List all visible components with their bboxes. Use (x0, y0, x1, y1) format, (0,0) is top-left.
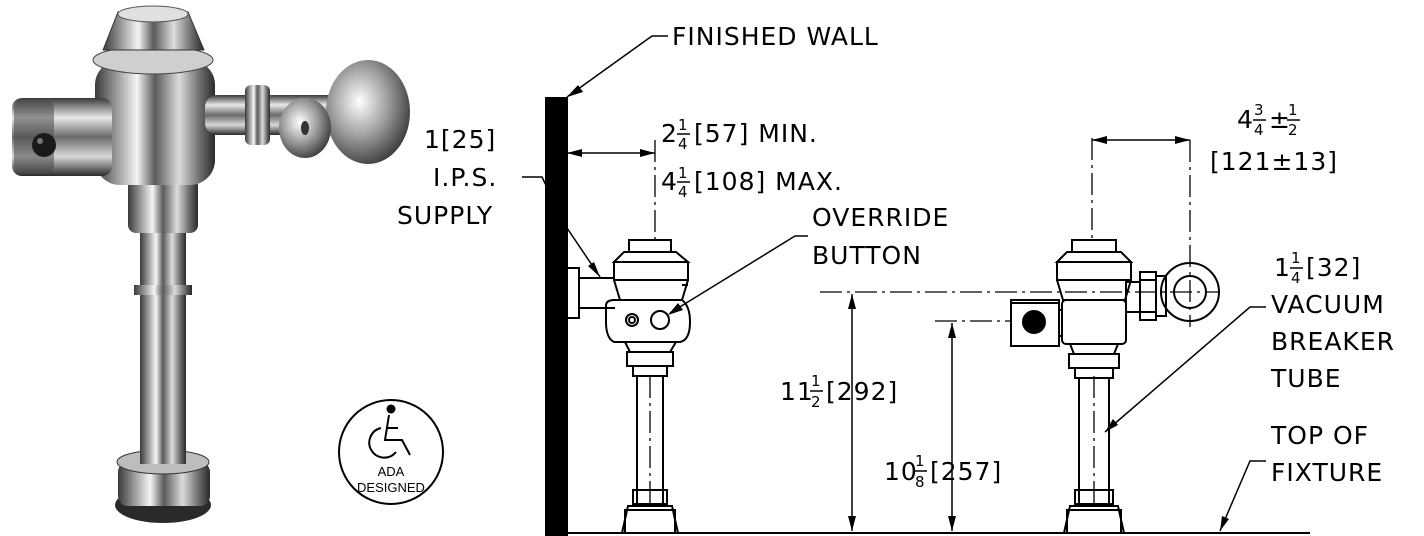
override-button-callout: OVERRIDE BUTTON (668, 203, 949, 315)
height-11-rest: [292] (826, 377, 898, 406)
height-10-rest: [257] (930, 457, 1002, 486)
vb-line2: VACUUM (1271, 290, 1385, 319)
offset-min-num: 1 (678, 116, 688, 134)
sensor-offset-den: 4 (1254, 121, 1264, 139)
ada-badge: ADA DESIGNED (338, 399, 444, 505)
ada-label-line2: DESIGNED (357, 480, 425, 495)
height-10-dimension: 10 1 8 [257] (884, 323, 1002, 531)
valve-front-view (1010, 140, 1220, 534)
sensor-offset-num: 3 (1254, 101, 1264, 119)
height-11-den: 2 (811, 393, 821, 411)
supply-ips-label: I.P.S. (433, 163, 497, 192)
vacuum-breaker-callout: 1 1 4 [32] VACUUM BREAKER TUBE (1104, 249, 1395, 433)
offset-min-den: 4 (678, 135, 688, 153)
sensor-offset-tol: ± (1269, 105, 1291, 134)
offset-max-rest: [108] MAX. (694, 167, 843, 196)
flushometer-photo (12, 5, 410, 523)
offset-min-whole: 2 (661, 119, 678, 148)
tof-line2: FIXTURE (1271, 458, 1383, 487)
supply-callout: 1[25] I.P.S. SUPPLY (397, 125, 601, 278)
finished-wall-callout: FINISHED WALL (566, 22, 879, 98)
supply-size-label: 1[25] (424, 125, 496, 154)
wheelchair-icon (368, 404, 411, 459)
height-10-den: 8 (915, 473, 925, 491)
override-label-line1: OVERRIDE (812, 203, 949, 232)
tof-line1: TOP OF (1270, 421, 1369, 450)
height-11-num: 1 (811, 372, 821, 390)
vb-num: 1 (1291, 249, 1301, 267)
wall-offset-dimension: 2 1 4 [57] MIN. 4 1 4 [108] MAX. (567, 116, 843, 240)
vb-whole: 1 (1274, 253, 1291, 282)
sensor-offset-metric: [121±13] (1210, 147, 1338, 176)
valve-side-view (566, 239, 692, 534)
height-11-whole: 11 (780, 377, 814, 406)
finished-wall (545, 97, 1310, 536)
vb-rest: [32] (1306, 253, 1361, 282)
ada-label-line1: ADA (378, 464, 405, 479)
offset-max-den: 4 (678, 183, 688, 201)
height-10-whole: 10 (884, 457, 918, 486)
override-label-line2: BUTTON (812, 241, 922, 270)
height-11-dimension: 11 1 2 [292] (780, 294, 898, 531)
sensor-offset-tol-den: 2 (1288, 121, 1298, 139)
offset-max-num: 1 (678, 164, 688, 182)
sensor-offset-dimension: 4 3 4 ± 1 2 [121±13] (1092, 101, 1338, 176)
finished-wall-label: FINISHED WALL (672, 22, 879, 51)
offset-min-rest: [57] MIN. (694, 119, 818, 148)
height-10-num: 1 (915, 452, 925, 470)
vb-line3: BREAKER (1271, 327, 1395, 356)
top-of-fixture-callout: TOP OF FIXTURE (1219, 421, 1383, 532)
offset-max-whole: 4 (661, 167, 678, 196)
vb-den: 4 (1291, 269, 1301, 287)
supply-label: SUPPLY (397, 201, 493, 230)
vb-line4: TUBE (1270, 364, 1342, 393)
sensor-offset-tol-num: 1 (1288, 101, 1298, 119)
sensor-offset-whole: 4 (1237, 105, 1254, 134)
